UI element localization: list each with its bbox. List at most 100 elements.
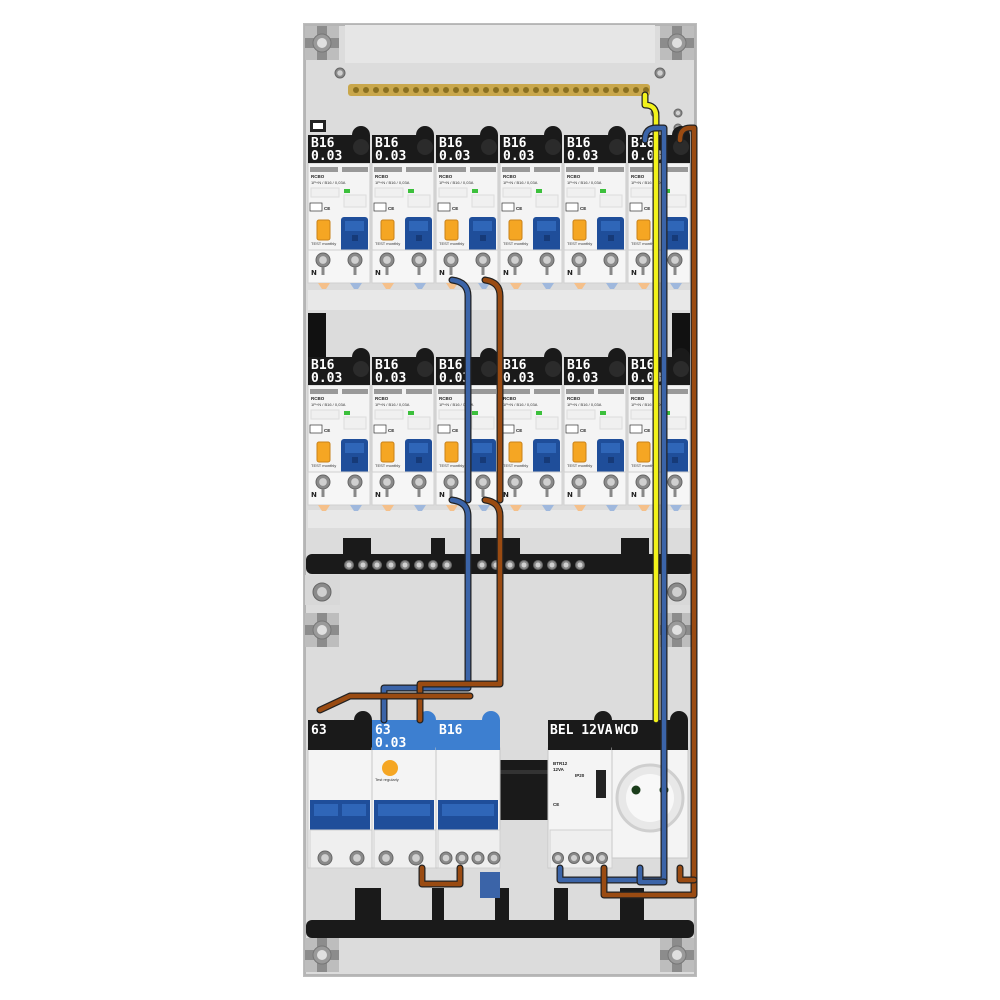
screw-icon	[507, 474, 523, 490]
neutral-terminal-label: N	[631, 269, 637, 277]
screw-icon	[358, 560, 368, 570]
screw-icon	[667, 252, 683, 268]
screw-icon	[475, 252, 491, 268]
rcbo-rating-label: B16	[311, 358, 335, 373]
status-indicator	[472, 411, 478, 415]
ce-mark-icon: CE	[644, 428, 650, 433]
busbar-screw	[443, 87, 449, 93]
rcbo-model-label: RCBO	[311, 396, 325, 401]
ce-mark-icon: CE	[644, 206, 650, 211]
rating-box	[309, 202, 323, 212]
brand-logo-icon	[438, 389, 466, 394]
main-switch-caption-label: 63	[311, 723, 327, 738]
status-indicator	[472, 189, 478, 193]
rcbo-rating-label: B16	[439, 358, 463, 373]
wire-stub-brown	[382, 283, 394, 289]
toggle-notch	[544, 457, 550, 463]
rcbo-model-label: RCBO	[375, 396, 389, 401]
brand-logo-icon	[566, 167, 594, 172]
test-button	[508, 441, 523, 463]
status-indicator	[344, 411, 350, 415]
rcbo-caption-cap	[372, 348, 434, 385]
bottom-busbar	[306, 888, 694, 938]
rating-table	[535, 194, 559, 208]
rcbo-spec-label: 1P+N / B16 / 0,03A	[503, 180, 538, 185]
top-cover-strip	[345, 25, 655, 63]
rcbo-rating-label: B16	[311, 136, 335, 151]
toggle-notch	[672, 235, 678, 241]
screw-icon	[667, 474, 683, 490]
side-rail-block	[308, 313, 326, 358]
wire-stub-blue	[542, 283, 554, 289]
ce-mark-icon: CE	[388, 428, 394, 433]
brand-logo-icon	[374, 389, 402, 394]
busbar-screw	[373, 87, 379, 93]
toggle-notch	[608, 235, 614, 241]
bell-model-label: BTR12	[553, 761, 568, 766]
bell-caption-label: BEL 12VA	[550, 723, 613, 738]
busbar-screw	[603, 87, 609, 93]
rcbo-spec-label: 1P+N / B16 / 0,03A	[567, 402, 602, 407]
rating-table	[471, 416, 495, 430]
rcbo-sensitivity-label: 0.03	[311, 371, 342, 386]
toggle-notch	[544, 235, 550, 241]
clip-slot	[313, 123, 323, 129]
rccb-test-button	[382, 760, 398, 776]
screw-icon	[596, 852, 608, 864]
rcbo-model-label: RCBO	[503, 396, 517, 401]
status-indicator	[408, 411, 414, 415]
screw-icon	[568, 852, 580, 864]
screw-icon	[443, 252, 459, 268]
busbar-screw	[483, 87, 489, 93]
rcbo-sensitivity-label: 0.03	[311, 149, 342, 164]
wire-brown	[677, 865, 697, 883]
wire-blue	[557, 125, 667, 883]
wire-brown	[417, 497, 503, 723]
neutral-terminal-label: N	[631, 491, 637, 499]
ce-mark-icon: CE	[580, 428, 586, 433]
rcbo-model-label: RCBO	[567, 396, 581, 401]
wire-stub-blue	[414, 505, 426, 511]
neutral-terminal-label: N	[567, 491, 573, 499]
busbar-screw	[553, 87, 559, 93]
toggle-notch	[608, 457, 614, 463]
screw-icon	[603, 252, 619, 268]
wire-stub-brown	[638, 283, 650, 289]
screw-icon	[487, 851, 501, 865]
rating-box	[629, 424, 643, 434]
busbar-lug	[554, 888, 568, 922]
main-switch-caption	[308, 711, 372, 750]
screw-icon	[443, 474, 459, 490]
screw-icon	[428, 560, 438, 570]
info-panel	[438, 409, 468, 420]
brand-logo-icon	[534, 389, 560, 394]
toggle-grip	[665, 443, 684, 453]
test-button	[636, 441, 651, 463]
screw-icon	[315, 474, 331, 490]
rcbo-model-label: RCBO	[311, 174, 325, 179]
info-panel	[310, 187, 340, 198]
cap-recess	[353, 361, 369, 377]
mounting-hole-icon	[660, 26, 694, 60]
rating-box	[373, 424, 387, 434]
blue-terminal-block	[480, 872, 500, 898]
busbar-lug	[621, 538, 649, 556]
rccb-sensitivity-label: 0.03	[375, 736, 406, 751]
busbar-screw	[393, 87, 399, 93]
socket-caption	[612, 711, 688, 750]
status-indicator	[536, 189, 542, 193]
screw-icon	[439, 851, 453, 865]
terminal-block	[563, 471, 627, 506]
rating-table	[343, 194, 367, 208]
wire-blue	[381, 497, 471, 723]
wire-stub-brown	[510, 505, 522, 511]
busbar-screw	[413, 87, 419, 93]
rcbo-caption-cap	[436, 126, 498, 163]
handle-grip	[378, 804, 430, 816]
rcbo-footer-label: TEST monthly	[631, 241, 656, 246]
bell-caption	[548, 711, 612, 750]
rcbo-sensitivity-label: 0.03	[503, 149, 534, 164]
